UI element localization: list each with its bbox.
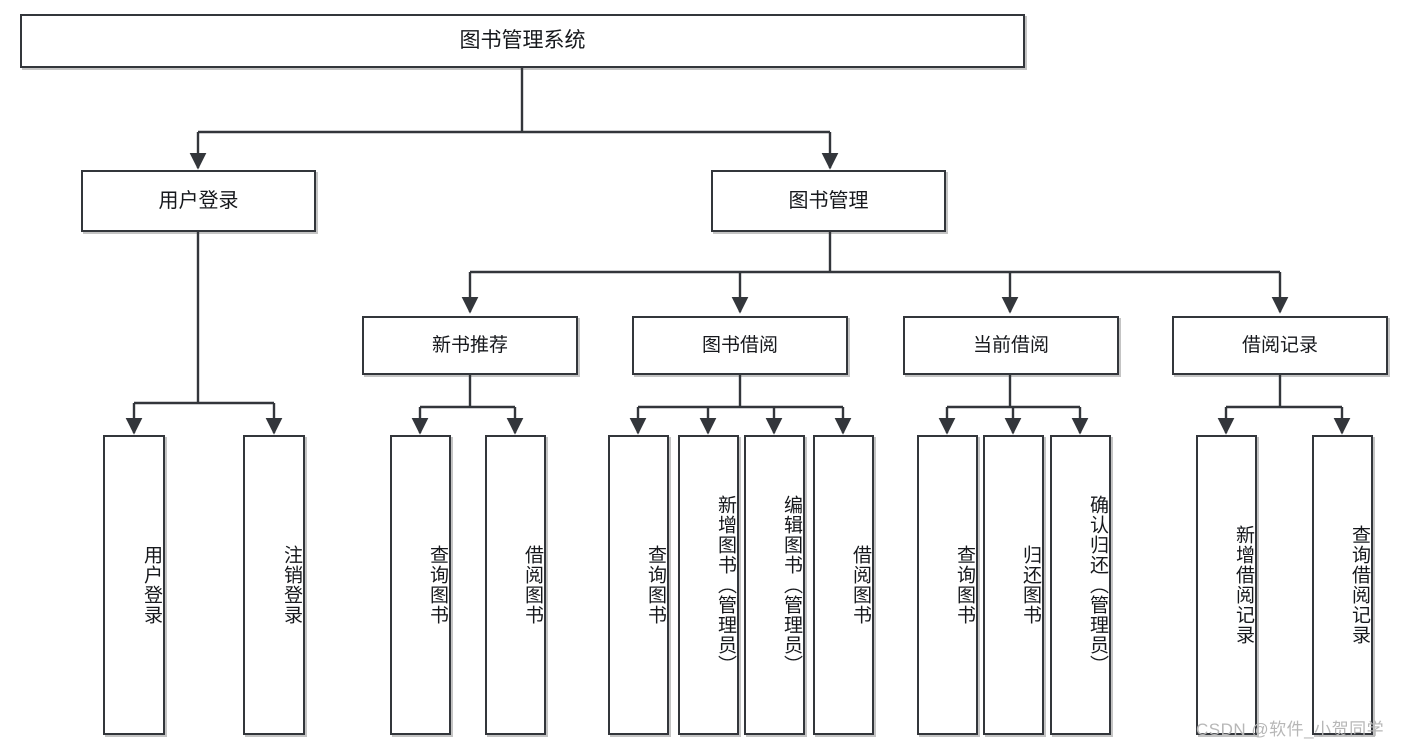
node-leaf-borrow-edit-book[interactable]: 编辑图书（管理员） <box>744 435 805 735</box>
node-leaf-rec-add-record[interactable]: 新增借阅记录 <box>1196 435 1257 735</box>
node-borrow-record[interactable]: 借阅记录 <box>1172 316 1388 375</box>
node-label: 确认归还（管理员） <box>1087 495 1108 675</box>
node-leaf-rec-borrow-book[interactable]: 借阅图书 <box>485 435 546 735</box>
node-label: 图书管理系统 <box>459 28 586 52</box>
node-leaf-user-logout[interactable]: 注销登录 <box>243 435 305 735</box>
node-label: 查询图书 <box>427 545 448 625</box>
node-label: 用户登录 <box>141 545 162 625</box>
node-label: 编辑图书（管理员） <box>781 495 802 675</box>
node-root-system[interactable]: 图书管理系统 <box>20 14 1025 68</box>
node-leaf-rec-query-record[interactable]: 查询借阅记录 <box>1312 435 1373 735</box>
node-book-borrow[interactable]: 图书借阅 <box>632 316 848 375</box>
node-book-manage[interactable]: 图书管理 <box>711 170 946 232</box>
node-user-login[interactable]: 用户登录 <box>81 170 316 232</box>
node-leaf-rec-query-book[interactable]: 查询图书 <box>390 435 451 735</box>
node-label: 注销登录 <box>281 545 302 625</box>
node-leaf-borrow-query-book[interactable]: 查询图书 <box>608 435 669 735</box>
node-leaf-user-login[interactable]: 用户登录 <box>103 435 165 735</box>
node-label: 新增借阅记录 <box>1233 525 1254 645</box>
node-leaf-cur-return-book[interactable]: 归还图书 <box>983 435 1044 735</box>
node-label: 查询图书 <box>645 545 666 625</box>
node-leaf-cur-query-book[interactable]: 查询图书 <box>917 435 978 735</box>
node-label: 当前借阅 <box>972 334 1049 356</box>
node-label: 新增图书（管理员） <box>715 495 736 675</box>
node-current-borrow[interactable]: 当前借阅 <box>903 316 1119 375</box>
node-label: 图书借阅 <box>701 334 778 356</box>
node-new-book-rec[interactable]: 新书推荐 <box>362 316 578 375</box>
node-label: 查询图书 <box>954 545 975 625</box>
node-label: 查询借阅记录 <box>1349 525 1370 645</box>
node-label: 借阅记录 <box>1241 334 1318 356</box>
node-label: 图书管理 <box>788 189 869 212</box>
node-label: 借阅图书 <box>522 545 543 625</box>
node-leaf-borrow-borrow-book[interactable]: 借阅图书 <box>813 435 874 735</box>
node-label: 借阅图书 <box>850 545 871 625</box>
node-leaf-borrow-add-book[interactable]: 新增图书（管理员） <box>678 435 739 735</box>
node-label: 归还图书 <box>1020 545 1041 625</box>
node-label: 用户登录 <box>158 189 239 212</box>
node-leaf-cur-confirm-return[interactable]: 确认归还（管理员） <box>1050 435 1111 735</box>
node-label: 新书推荐 <box>431 334 508 356</box>
